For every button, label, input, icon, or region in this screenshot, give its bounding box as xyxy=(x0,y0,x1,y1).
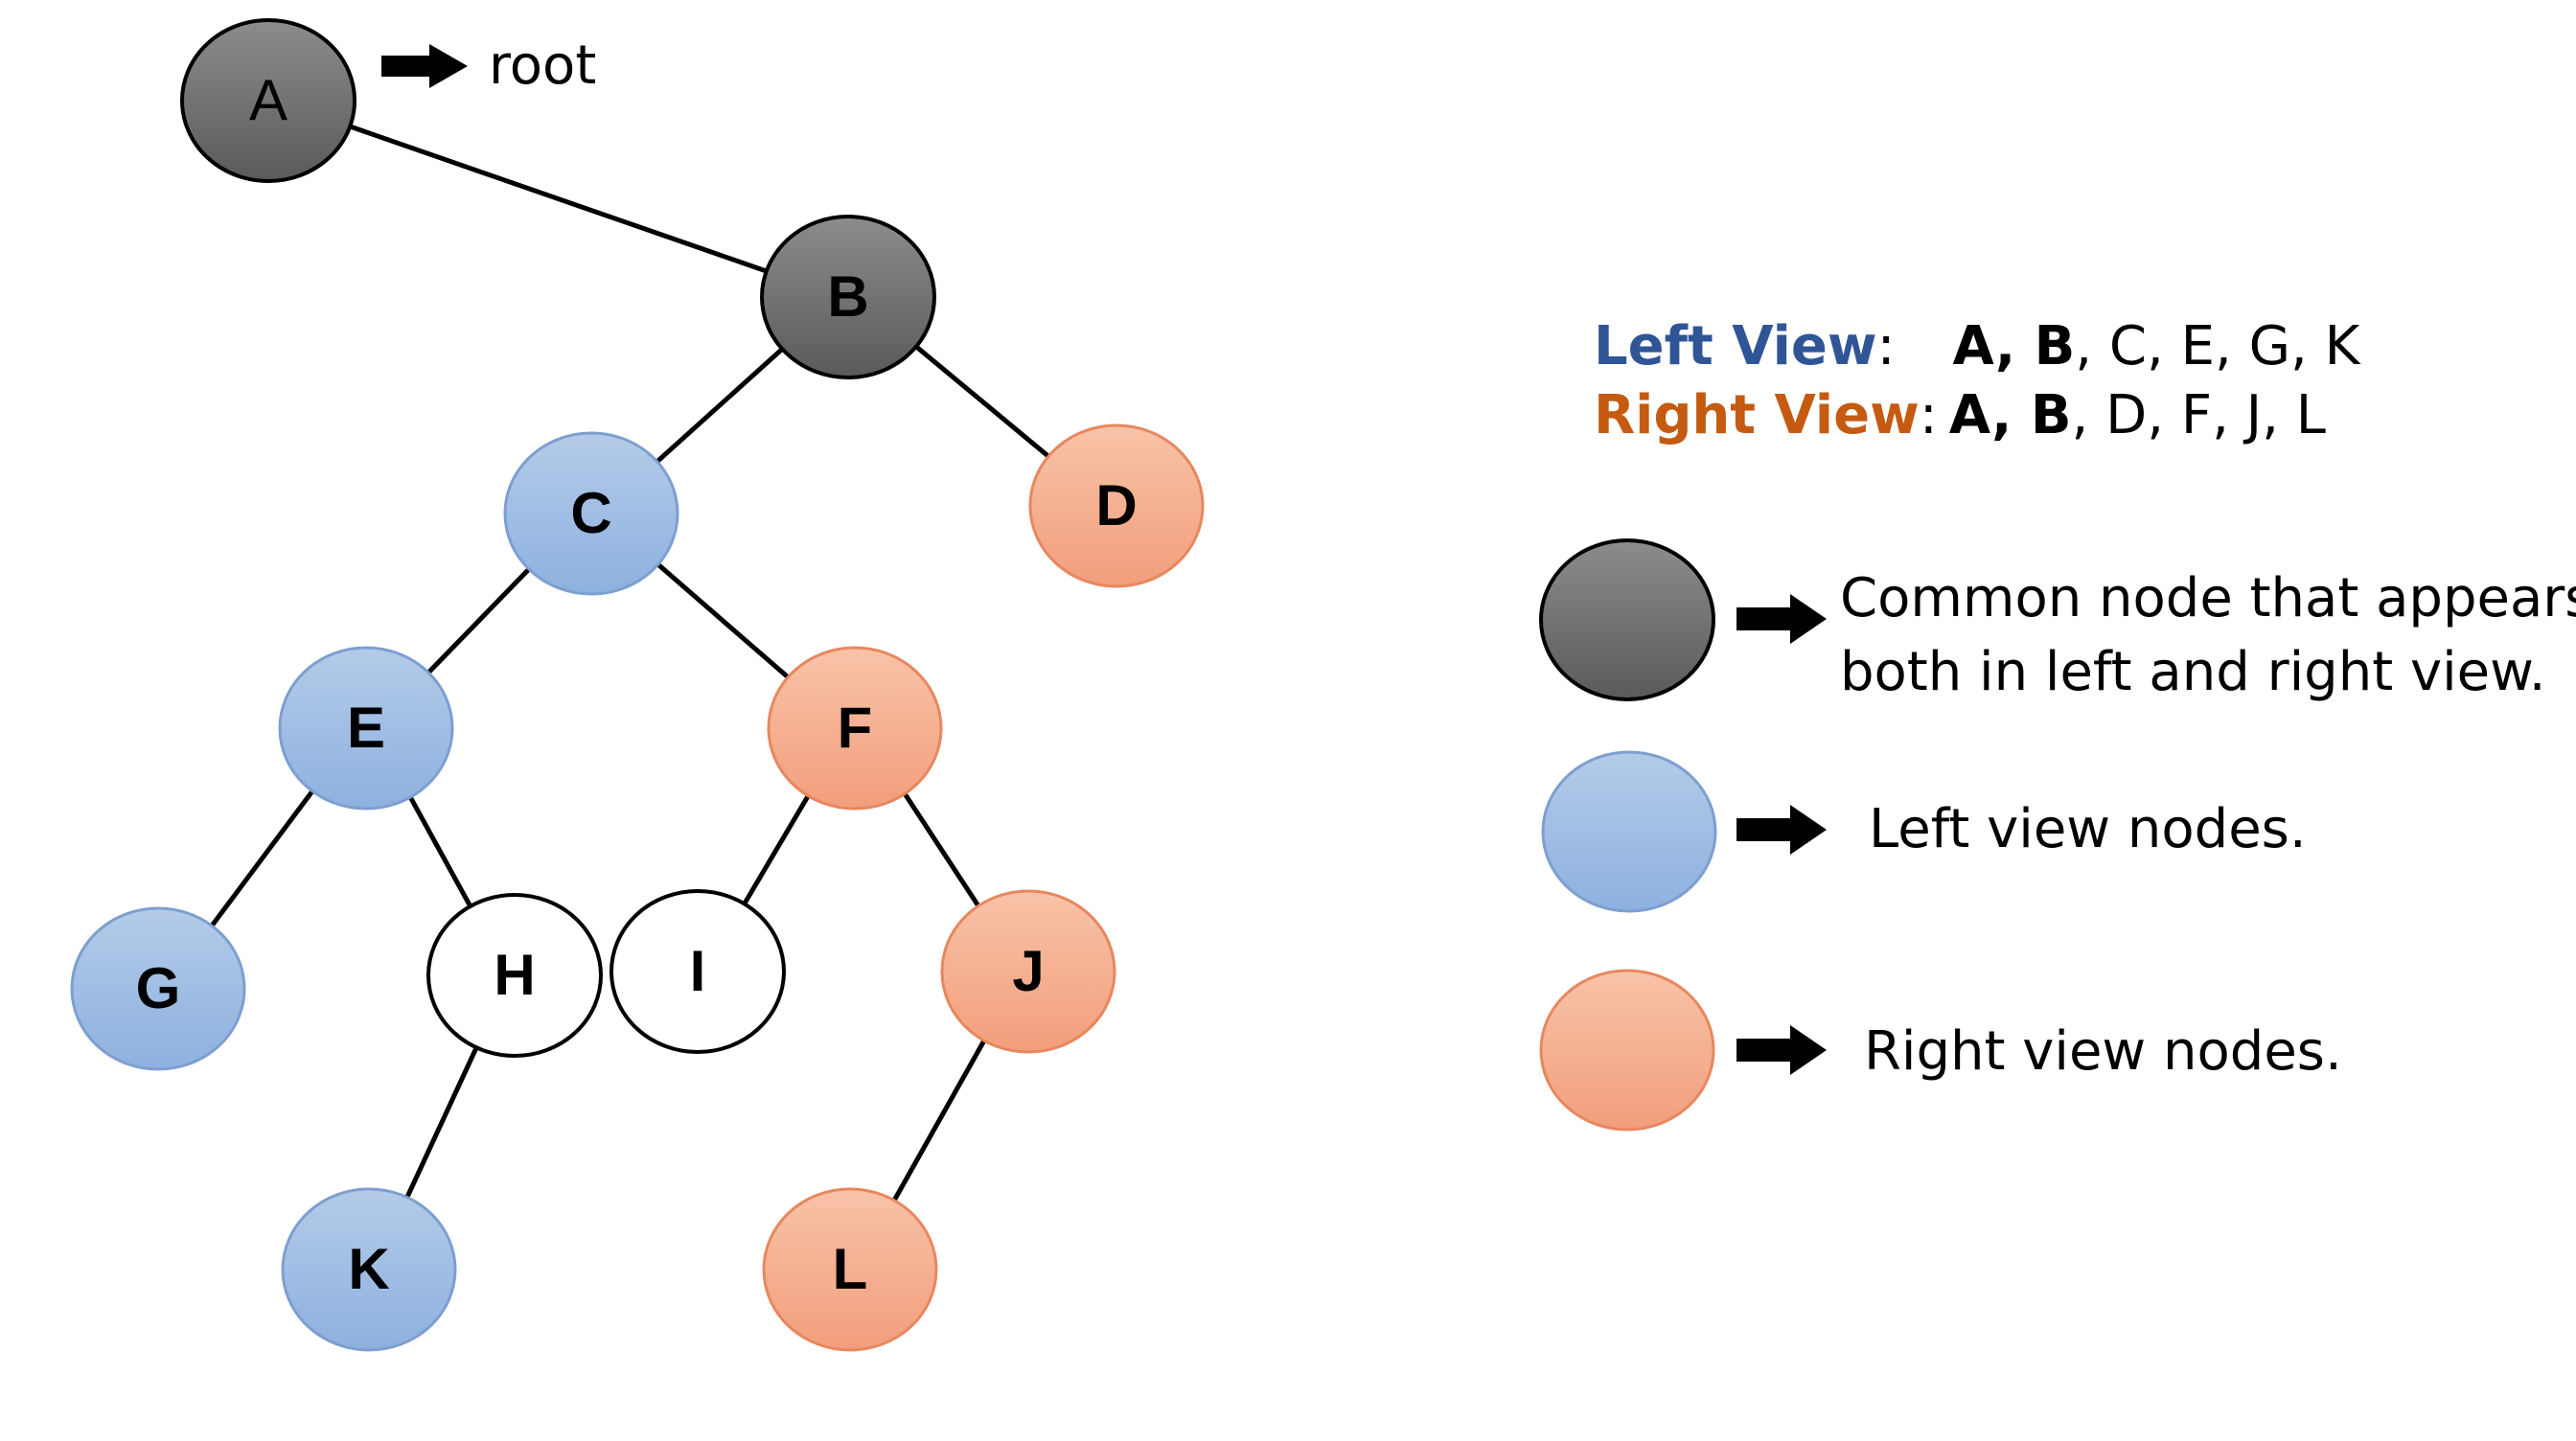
node-K-circle xyxy=(281,1187,457,1352)
node-D-label: D xyxy=(1095,473,1137,538)
right-view-line: Right View:A, B, D, F, J, L xyxy=(1594,384,2326,446)
node-D: D xyxy=(1028,423,1205,588)
node-H: H xyxy=(426,893,603,1058)
edge-B-C xyxy=(654,346,786,465)
node-I-label: I xyxy=(690,939,706,1003)
edge-C-E xyxy=(426,566,532,675)
right-view-bold: A, B xyxy=(1949,384,2072,446)
node-G-circle xyxy=(70,906,246,1071)
node-H-circle xyxy=(426,893,603,1058)
legend: Common node that appears both in left an… xyxy=(1539,538,2576,1132)
left-view-title: Left View xyxy=(1594,315,1877,377)
node-F-circle xyxy=(767,646,943,811)
node-L: L xyxy=(762,1187,938,1352)
legend-right-swatch xyxy=(1539,969,1715,1132)
node-E-label: E xyxy=(347,696,385,760)
edge-A-B xyxy=(347,124,770,274)
node-K: K xyxy=(281,1187,457,1352)
legend-right-arrow-icon xyxy=(1736,1025,1827,1075)
edge-F-J xyxy=(902,790,981,909)
node-K-label: K xyxy=(348,1237,389,1301)
edge-J-L xyxy=(891,1038,987,1203)
node-L-circle xyxy=(762,1187,938,1352)
root-arrow-icon xyxy=(381,44,468,88)
node-J-circle xyxy=(940,889,1116,1054)
edge-E-G xyxy=(209,788,315,929)
edge-F-I xyxy=(741,792,812,907)
node-A-label: A xyxy=(249,68,288,132)
node-A: A xyxy=(180,18,356,183)
right-view-sep: : xyxy=(1920,384,1938,446)
node-E-circle xyxy=(278,646,454,811)
node-C-label: C xyxy=(570,481,611,545)
node-H-label: H xyxy=(494,943,535,1007)
node-A-circle xyxy=(180,18,356,183)
legend-right-label: Right view nodes. xyxy=(1864,1020,2342,1083)
right-view-title: Right View xyxy=(1594,384,1920,446)
legend-left-swatch xyxy=(1541,750,1717,913)
legend-left-arrow-icon xyxy=(1736,805,1827,855)
node-D-circle xyxy=(1028,423,1205,588)
tree-nodes: A B C D E F G H I J K L xyxy=(70,18,1205,1352)
node-B-label: B xyxy=(827,264,868,329)
node-E: E xyxy=(278,646,454,811)
node-I-circle xyxy=(610,889,786,1054)
legend-left-label: Left view nodes. xyxy=(1869,798,2307,860)
legend-common-arrow-icon xyxy=(1736,594,1827,644)
node-J: J xyxy=(940,889,1116,1054)
edge-E-H xyxy=(407,794,473,909)
left-view-bold: A, B xyxy=(1952,315,2075,377)
right-view-rest: , D, F, J, L xyxy=(2072,384,2326,446)
node-F: F xyxy=(767,646,943,811)
left-view-line: Left View: A, B, C, E, G, K xyxy=(1594,315,2361,377)
root-label: root xyxy=(489,34,596,97)
node-B-circle xyxy=(760,215,936,379)
left-view-sep: : xyxy=(1877,315,1896,377)
edge-B-D xyxy=(912,343,1052,460)
node-F-label: F xyxy=(838,696,873,760)
node-G-label: G xyxy=(136,956,181,1020)
node-B: B xyxy=(760,215,936,379)
node-G: G xyxy=(70,906,246,1071)
legend-common-line1: Common node that appears xyxy=(1840,567,2576,629)
node-L-label: L xyxy=(833,1237,868,1301)
legend-common-swatch xyxy=(1539,538,1715,701)
node-C: C xyxy=(503,431,679,596)
tree-edges xyxy=(209,124,1052,1203)
edge-C-F xyxy=(655,561,792,680)
left-view-rest: , C, E, G, K xyxy=(2075,315,2360,377)
node-C-circle xyxy=(503,431,679,596)
legend-common-line2: both in left and right view. xyxy=(1840,641,2546,703)
edge-H-K xyxy=(403,1044,480,1201)
node-I: I xyxy=(610,889,786,1054)
node-J-label: J xyxy=(1012,939,1044,1003)
